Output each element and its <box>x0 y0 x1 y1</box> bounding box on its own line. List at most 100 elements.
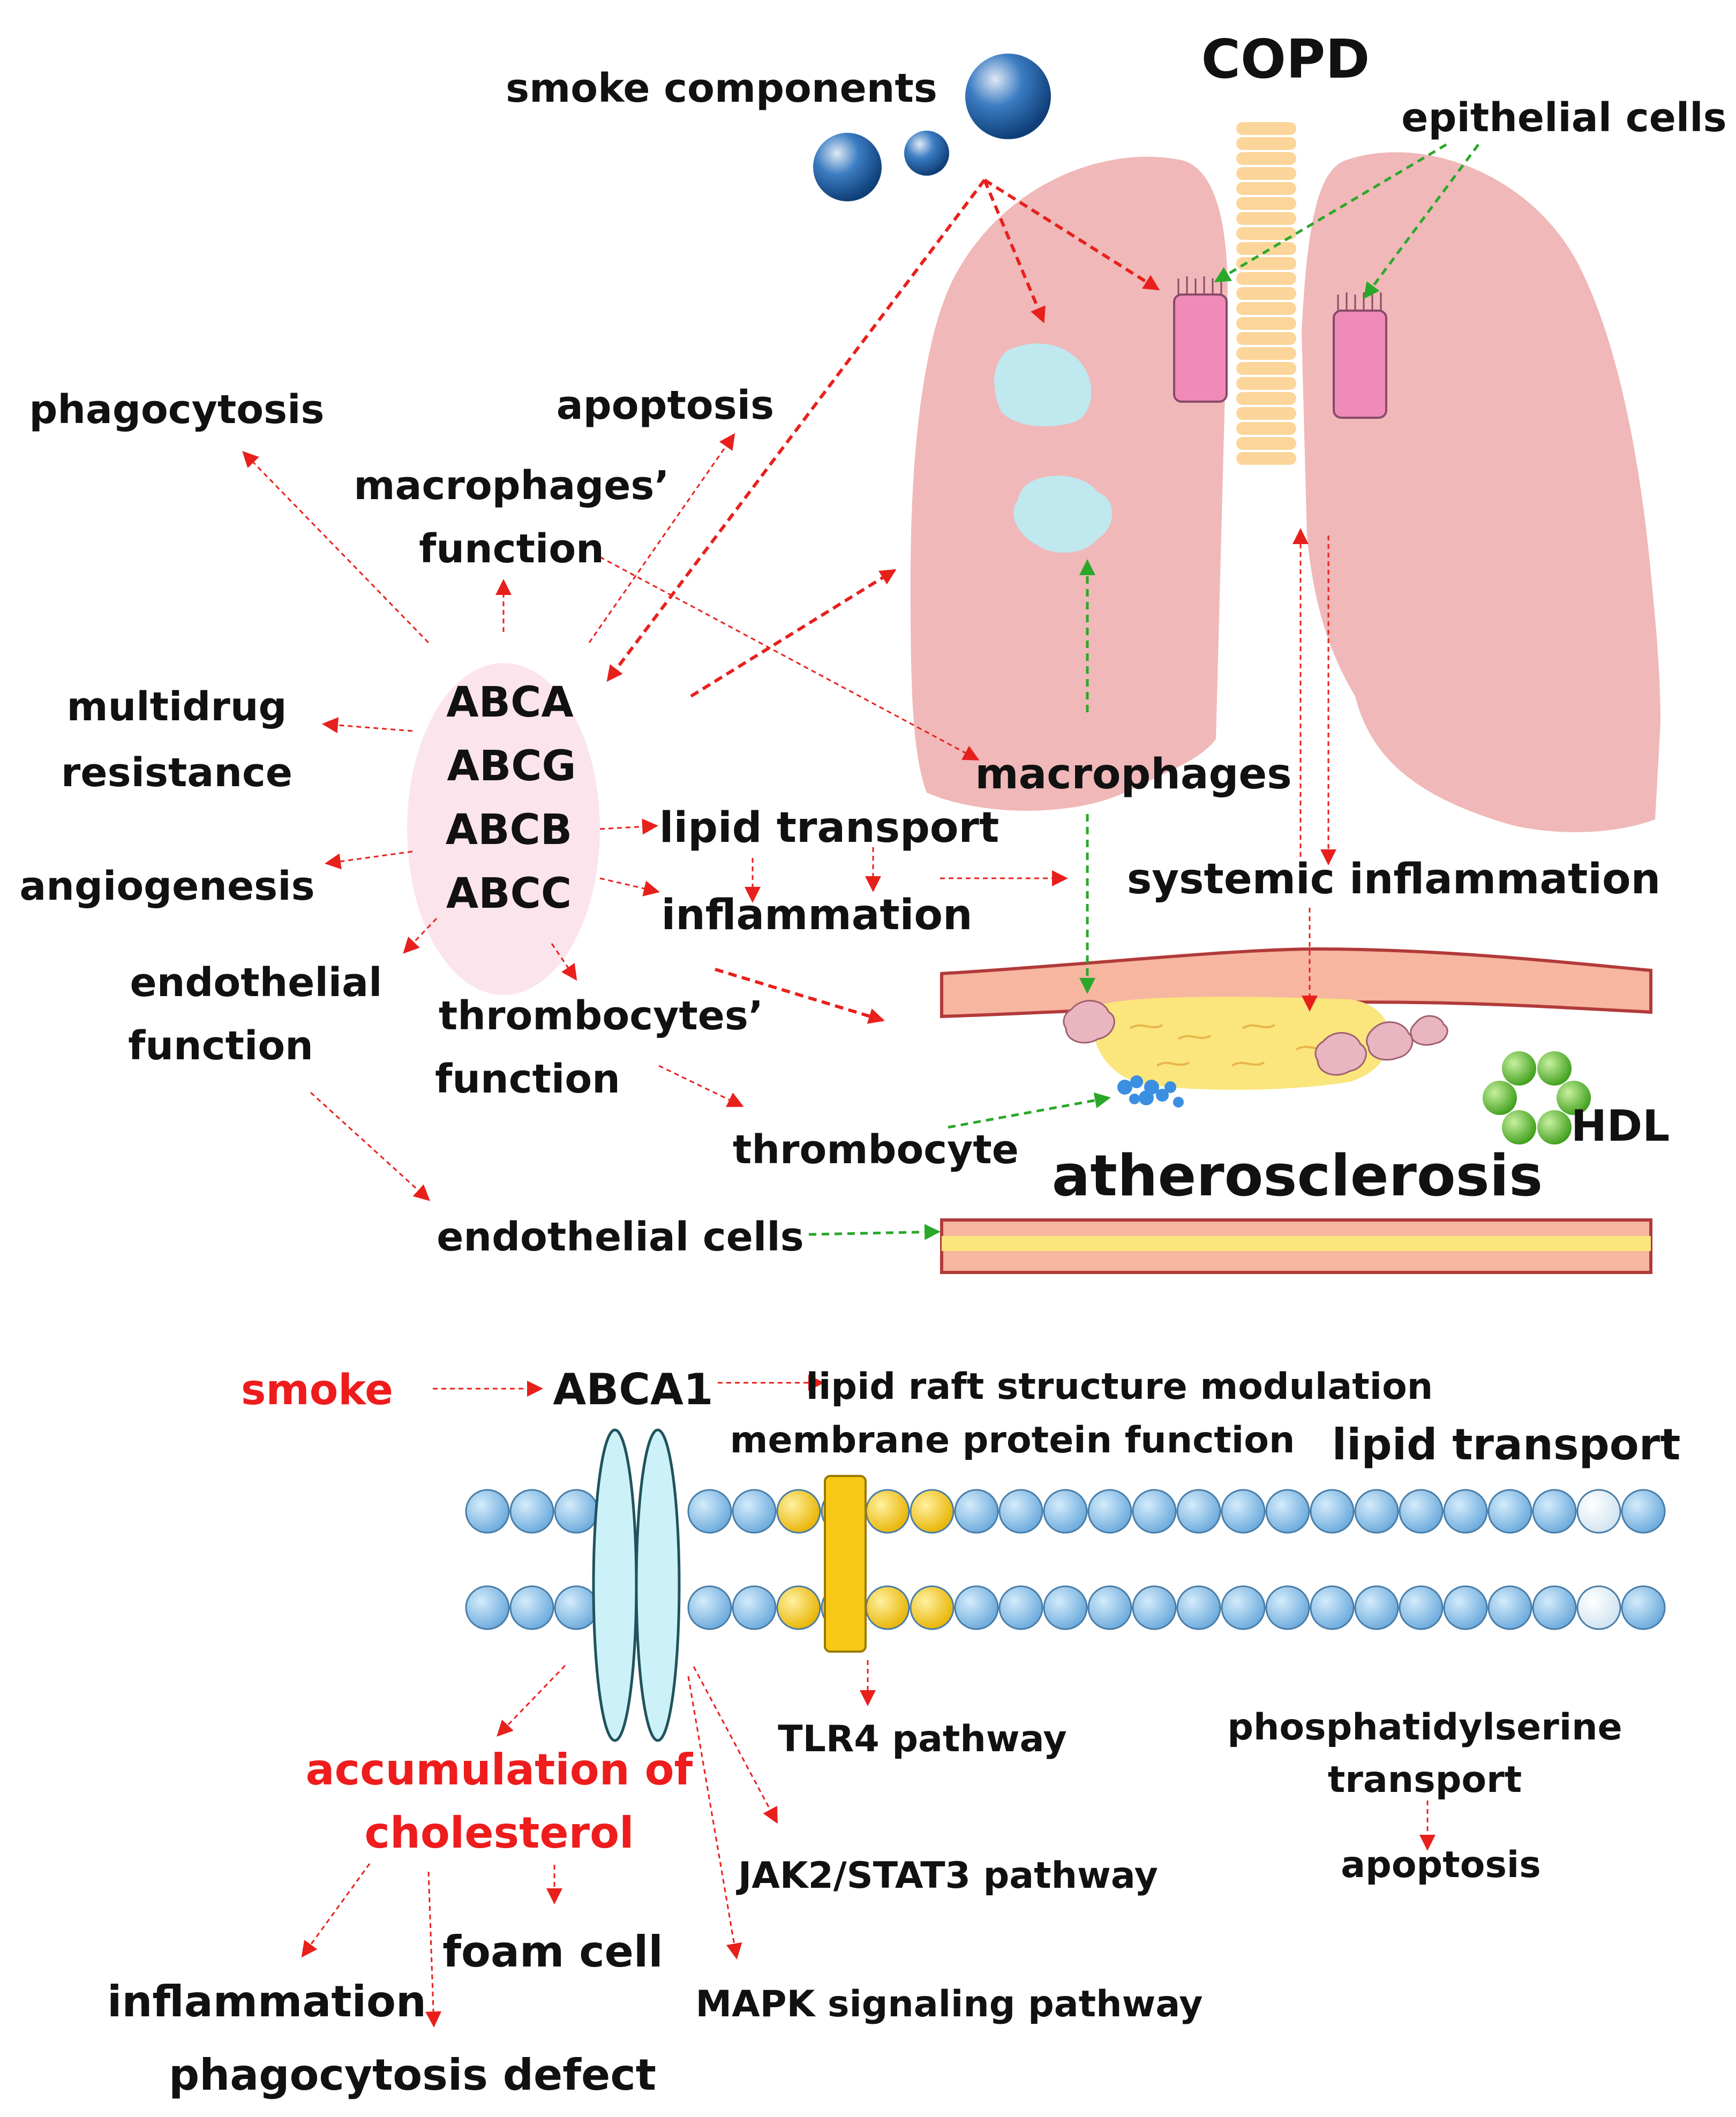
lipid-head <box>1487 1489 1532 1534</box>
lipid-head <box>1310 1489 1355 1534</box>
phagocytosis-label: phagocytosis <box>29 387 324 433</box>
lipid-head <box>465 1585 510 1630</box>
red-arrow <box>403 917 438 954</box>
red-arrow <box>983 179 1046 323</box>
red-arrow <box>551 943 577 981</box>
macrophages-function-label-line1: macrophages’ <box>354 463 669 509</box>
lipid-head <box>1132 1489 1177 1534</box>
red-arrow <box>497 1664 566 1737</box>
lipid-head <box>465 1489 510 1534</box>
macrophages-label: macrophages <box>975 750 1291 798</box>
lipid-transport-label: lipid transport <box>659 804 999 852</box>
lipid-head <box>865 1489 910 1534</box>
thrombocyte-label: thrombocyte <box>733 1127 1019 1173</box>
apoptosis-label: apoptosis <box>557 382 774 428</box>
red-arrow <box>606 179 986 682</box>
red-arrow <box>301 1863 371 1958</box>
lipid-head <box>776 1489 821 1534</box>
lipid-head <box>1443 1489 1488 1534</box>
red-arrow <box>658 1065 744 1108</box>
lipid-head <box>687 1489 732 1534</box>
lipid-head <box>554 1585 599 1630</box>
green-arrow <box>808 1224 941 1240</box>
apoptosis-bottom-label: apoptosis <box>1341 1844 1540 1886</box>
lipid-transport-bottom-label: lipid transport <box>1332 1420 1681 1470</box>
foam-cell-label: foam cell <box>442 1927 663 1977</box>
lipid-head <box>554 1489 599 1534</box>
lipid-head <box>1354 1585 1399 1630</box>
phosphatidylserine-label-line1: phosphatidylserine <box>1227 1706 1622 1749</box>
thrombocytes-function-label-line1: thrombocytes’ <box>439 993 763 1039</box>
lipid-head <box>1176 1489 1221 1534</box>
lipid-head <box>1532 1489 1577 1534</box>
atherosclerosis-label: atherosclerosis <box>1052 1143 1543 1209</box>
red-arrow <box>715 968 885 1024</box>
lipid-head <box>1043 1585 1088 1630</box>
red-arrow <box>599 818 658 835</box>
lipid-head <box>998 1585 1043 1630</box>
abc-family-abcg: ABCG <box>447 742 576 790</box>
phagocytosis-defect-label: phagocytosis defect <box>169 2050 656 2100</box>
right-lung <box>1302 152 1660 832</box>
multidrug-label-line2: resistance <box>61 750 292 796</box>
green-arrow <box>948 1092 1111 1129</box>
abc-family-abcc: ABCC <box>446 870 572 918</box>
lipid-head <box>1087 1585 1132 1630</box>
red-arrow <box>322 717 413 733</box>
lipid-head <box>865 1585 910 1630</box>
lipid-head <box>998 1489 1043 1534</box>
lipid-head <box>1354 1489 1399 1534</box>
endothelial-function-label-line2: function <box>128 1023 313 1069</box>
lung-icon <box>911 122 1660 832</box>
thrombocytes-function-label-line2: function <box>435 1056 620 1102</box>
lipid-head <box>1443 1585 1488 1630</box>
epithelial-cell-icon <box>1333 292 1387 419</box>
jak2-stat3-pathway-label: JAK2/STAT3 pathway <box>736 1855 1158 1897</box>
epithelial-cell-icon <box>1173 276 1228 403</box>
copd-label: COPD <box>1201 28 1370 91</box>
lipid-head <box>1132 1585 1177 1630</box>
red-arrow <box>693 1666 778 1824</box>
lipid-bilayer-icon <box>465 1489 1666 1630</box>
angiogenesis-label: angiogenesis <box>19 863 314 909</box>
membrane-protein <box>824 1475 867 1653</box>
green-arrow <box>1214 143 1447 283</box>
red-arrow <box>310 1091 430 1201</box>
abc-transporter-ellipse <box>407 663 600 995</box>
green-arrow <box>1363 144 1480 299</box>
lipid-head <box>1087 1489 1132 1534</box>
red-arrow <box>325 850 413 870</box>
membrane-protein-function-label: membrane protein function <box>730 1419 1295 1461</box>
hdl-particle-icon <box>1483 1051 1591 1144</box>
lipid-head <box>1576 1489 1621 1534</box>
smoke-label: smoke <box>241 1366 393 1414</box>
lung-lesion <box>1013 476 1113 553</box>
arrows <box>242 143 1480 2028</box>
lipid-head <box>954 1585 999 1630</box>
lipid-head <box>910 1489 955 1534</box>
inflammation-bottom-label: inflammation <box>107 1977 426 2026</box>
abc-family-abca: ABCA <box>446 679 573 727</box>
tlr4-pathway-label: TLR4 pathway <box>778 1718 1066 1760</box>
lipid-head <box>1399 1489 1444 1534</box>
inflammation-label: inflammation <box>661 891 972 939</box>
epithelial-cells-label: epithelial cells <box>1401 95 1726 141</box>
lipid-head <box>1265 1585 1310 1630</box>
accumulation-label-line1: accumulation of <box>306 1745 694 1795</box>
hdl-label: HDL <box>1571 1101 1670 1151</box>
lipid-head <box>1621 1489 1666 1534</box>
phosphatidylserine-label-line2: transport <box>1328 1759 1522 1801</box>
macrophages-function-label-line2: function <box>419 526 604 572</box>
lipid-head <box>1221 1489 1266 1534</box>
lipid-head <box>910 1585 955 1630</box>
smoke-particle-icon <box>813 54 1051 201</box>
multidrug-label-line1: multidrug <box>66 684 287 730</box>
lipid-head <box>732 1489 777 1534</box>
endothelial-cells-label: endothelial cells <box>437 1214 804 1260</box>
trachea <box>1236 122 1296 465</box>
systemic-inflammation-label: systemic inflammation <box>1127 855 1660 903</box>
lung-lesion <box>994 343 1092 426</box>
lipid-head <box>1176 1585 1221 1630</box>
mapk-pathway-label: MAPK signaling pathway <box>695 1983 1203 2025</box>
